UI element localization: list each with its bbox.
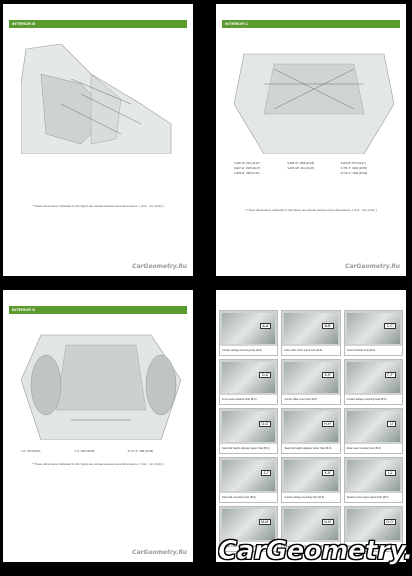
unit-note: * These dimensions indicated in this fig… [32,204,164,208]
watermark: CarGeometry.Ru [345,263,400,270]
photo-caption: Curtain airbag mounting hole (B-6) [220,346,278,355]
point-tag: K-K' [322,470,334,476]
photo-cell: F-F' Curtain airbag mounting hole (B-6) [343,359,403,405]
point-tag: B-B' [322,323,334,329]
photo-caption: Cowl crossbar hole (B-6) [344,346,402,355]
page-interior-c: INTERIOR C U-R/U'-R': 431 (16.97) S-R/S'… [216,4,406,276]
photo-cell: H-H' Seat belt height adjuster lower hole… [281,408,341,454]
photo-caption: Curtain airbag mounting hole (B-6) [282,493,340,502]
point-tag: D-D' [259,372,272,378]
page-photo-grid: A-A' Curtain airbag mounting hole (B-6) B… [216,290,406,562]
watermark: CarGeometry.Ru [132,549,187,556]
photo-cell: M-M' Quarter inner lower panel hole (B-6) [219,506,279,552]
photo-cell: J-J' Seat belt mounting hole (B-6) [219,457,279,503]
photo-caption: Quarter inner lower panel hole (B-6) [344,542,402,551]
dimension-item: Y'-Z : 815 (32.09) [74,450,95,453]
point-tag: H-H' [321,421,334,427]
point-tag: E-E' [322,372,334,378]
dimension-item: U-R/U'-R': 431 (16.97) [234,162,260,165]
photo-caption: Curtain airbag mounting hole (B-6) [344,395,402,404]
dimension-item: S-R/S-R': 873 (34.37) [340,162,366,165]
dimension-item: U-R/S'-R': 338 (13.31) [234,172,260,175]
body-side-figure [21,44,172,154]
photo-caption: Quarter inner lower panel hole (B-6) [282,542,340,551]
dimension-item: Y-Z : 763 (30.04) [21,450,41,453]
site-watermark: CarGeometry.ru [218,536,412,567]
photo-caption: Front pillar inner panel hole (B-6) [282,346,340,355]
photo-caption: Seat belt height adjuster upper hole (B-… [220,444,278,453]
page-header: INTERIOR D [9,306,187,314]
photo-caption: Front seat crossbar hole (B-6) [220,395,278,404]
photo-caption: Center pillar inner hole (B-6) [282,395,340,404]
point-tag: I-I' [387,421,396,427]
point-tag: M-M' [258,519,272,525]
floor-figure [234,53,394,154]
photo-cell: L-L' Quarter inner upper panel hole (B-6) [343,457,403,503]
point-tag: A-A' [259,323,272,329]
unit-note: * These dimensions indicated in this fig… [32,462,164,466]
point-tag: J-J' [260,470,272,476]
dimension-item [287,172,340,175]
photo-cell: I-I' Rear seat crossbar hole (B-6) [343,408,403,454]
dimension-item: S-T/S'-T': 1030 (40.55) [340,167,367,170]
watermark: CarGeometry.Ru [132,263,187,270]
photo-caption: Rear seat crossbar hole (B-6) [344,444,402,453]
photo-caption: Quarter inner lower panel hole (B-6) [220,542,278,551]
page-header: INTERIOR B [9,20,187,28]
point-tag: L-L' [385,470,396,476]
photo-cell: K-K' Curtain airbag mounting hole (B-6) [281,457,341,503]
dimension-list: Y-Z : 763 (30.04) Y'-Z : 815 (32.09) Z-Y… [21,450,181,453]
dimension-item: S-V/S'-V': 1032 (40.63) [340,172,368,175]
page-interior-d: INTERIOR D Y-Z : 763 (30.04) Y'-Z : 815 … [3,290,193,562]
dimension-item: S-R/S'-R': 1068 (42.05) [287,162,315,165]
rear-floor-figure [21,334,181,440]
photo-cell: G-G' Seat belt height adjuster upper hole… [219,408,279,454]
photo-caption: Quarter inner upper panel hole (B-6) [344,493,402,502]
page-interior-b: INTERIOR B * These dimensions indicated … [3,4,193,276]
photo-cell: N-N' Quarter inner lower panel hole (B-6) [281,506,341,552]
photo-caption: Seat belt mounting hole (B-6) [220,493,278,502]
photo-caption: Seat belt height adjuster lower hole (B-… [282,444,340,453]
point-tag: F-F' [384,372,396,378]
point-tag: O-O' [383,519,396,525]
photo-cell: O-O' Quarter inner lower panel hole (B-6) [343,506,403,552]
point-tag: N-N' [321,519,334,525]
dimension-item: S-W/S'-W': 411 (16.18) [287,167,314,170]
point-tag: G-G' [259,421,272,427]
dimension-list: U-R/U'-R': 431 (16.97) S-R/S'-R': 1068 (… [234,162,394,175]
photo-cell: B-B' Front pillar inner panel hole (B-6) [281,310,341,356]
photo-cell: C-C' Cowl crossbar hole (B-6) [343,310,403,356]
dimension-item: V-E/V'-E': 1028 (40.47) [234,167,261,170]
dimension-item: Z-Y/Y'-Z' : 380 (14.96) [127,450,154,453]
photo-cell: D-D' Front seat crossbar hole (B-6) [219,359,279,405]
point-tag: C-C' [384,323,396,329]
photo-grid: A-A' Curtain airbag mounting hole (B-6) B… [219,310,403,552]
unit-note: * These dimensions indicated in this fig… [245,208,377,212]
photo-cell: A-A' Curtain airbag mounting hole (B-6) [219,310,279,356]
photo-cell: E-E' Center pillar inner hole (B-6) [281,359,341,405]
page-header: INTERIOR C [222,20,400,28]
